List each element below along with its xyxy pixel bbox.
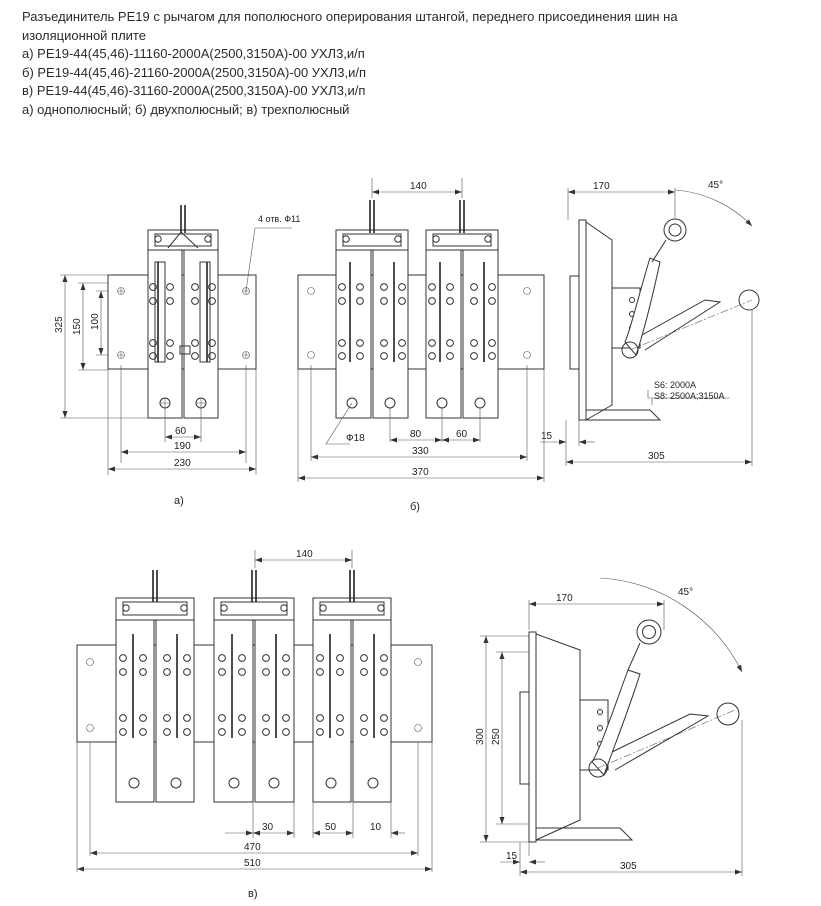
view-c-dimensions: 140 30 50 10 470 510 (76, 549, 433, 872)
view-a-dimensions: 4 отв. Ф11 325 150 100 60 190 230 (54, 214, 300, 475)
side-view-2: 170 45° 300 250 15 305 (475, 577, 743, 876)
side2-dim-170-label: 170 (556, 593, 573, 604)
side-1-lever (621, 218, 760, 359)
variant-c-line: в) РЕ19-44(45,46)-31160-2000А(2500,3150А… (22, 83, 366, 98)
dim-60b-label: 60 (456, 429, 468, 440)
header-text: Разъединитель РЕ19 с рычагом для пополюс… (22, 8, 812, 119)
dim-holes-label: 4 отв. Ф11 (258, 214, 300, 224)
dim-140-label: 140 (410, 181, 427, 192)
side-2-plate (519, 631, 634, 843)
legend-line: а) однополюсный; б) двухполюсный; в) тре… (22, 101, 350, 117)
dim-80-label: 80 (410, 429, 422, 440)
variant-b-line: б) РЕ19-44(45,46)-21160-2000А(2500,3150А… (22, 64, 366, 80)
dim-370-label: 370 (412, 467, 429, 478)
view-b-two-pole: 140 Ф18 80 60 330 370 б) (297, 178, 545, 513)
view-b-pole-2 (425, 200, 499, 419)
side-2-lever (588, 619, 740, 778)
side1-angle-label: 45° (708, 180, 723, 191)
side2-dim-300-label: 300 (475, 728, 486, 745)
title-line-1: Разъединитель РЕ19 с рычагом для пополюс… (22, 9, 678, 24)
variant-a-line: а) РЕ19-44(45,46)-11160-2000А(2500,3150А… (22, 46, 365, 61)
c-dim-10-label: 10 (370, 822, 382, 833)
c-dim-470-label: 470 (244, 842, 261, 853)
view-c-pole-3 (312, 570, 392, 803)
view-b-caption: б) (410, 501, 420, 513)
c-dim-140-label: 140 (296, 549, 313, 560)
side1-s8-label: S8: 2500A;3150A (654, 391, 725, 401)
view-c-caption: в) (248, 888, 258, 900)
dim-phi18-label: Ф18 (346, 433, 365, 444)
dim-60-label: 60 (175, 426, 187, 437)
c-dim-30-label: 30 (262, 822, 274, 833)
view-c-pole-1 (115, 570, 195, 803)
view-a-single-pole: 4 отв. Ф11 325 150 100 60 190 230 а) (54, 205, 300, 507)
c-dim-50-label: 50 (325, 822, 337, 833)
c-dim-510-label: 510 (244, 858, 261, 869)
dim-190-label: 190 (174, 441, 191, 452)
side-1-plate (569, 219, 662, 421)
side2-dim-15-label: 15 (506, 851, 518, 862)
dim-150-label: 150 (72, 318, 83, 335)
view-b-plate (297, 274, 545, 370)
view-a-caption: а) (174, 495, 184, 507)
dim-100-label: 100 (90, 313, 101, 330)
side1-dim-305-label: 305 (648, 451, 665, 462)
side-1-dimensions: 170 45° S6: 2000A S8: 2500A;3150A 15 305 (540, 180, 753, 466)
side2-angle-label: 45° (678, 587, 693, 598)
side2-dim-305-label: 305 (620, 861, 637, 872)
dim-230-label: 230 (174, 458, 191, 469)
side1-s6-label: S6: 2000A (654, 380, 696, 390)
side1-dim-15-label: 15 (541, 431, 553, 442)
side-2-dimensions: 170 45° 300 250 15 305 (475, 577, 743, 876)
view-b-pole-1 (335, 200, 409, 419)
view-b-dimensions: 140 Ф18 80 60 330 370 (297, 178, 545, 482)
dim-325-label: 325 (54, 316, 65, 333)
title-line-2: изоляционной плите (22, 27, 146, 43)
view-c-three-pole: 140 30 50 10 470 510 в) (76, 549, 433, 900)
view-c-pole-2 (213, 570, 295, 803)
dim-330-label: 330 (412, 446, 429, 457)
side1-dim-170-label: 170 (593, 181, 610, 192)
side2-dim-250-label: 250 (491, 728, 502, 745)
side-view-1: 170 45° S6: 2000A S8: 2500A;3150A 15 305 (540, 180, 760, 466)
view-a-pole (147, 205, 219, 419)
